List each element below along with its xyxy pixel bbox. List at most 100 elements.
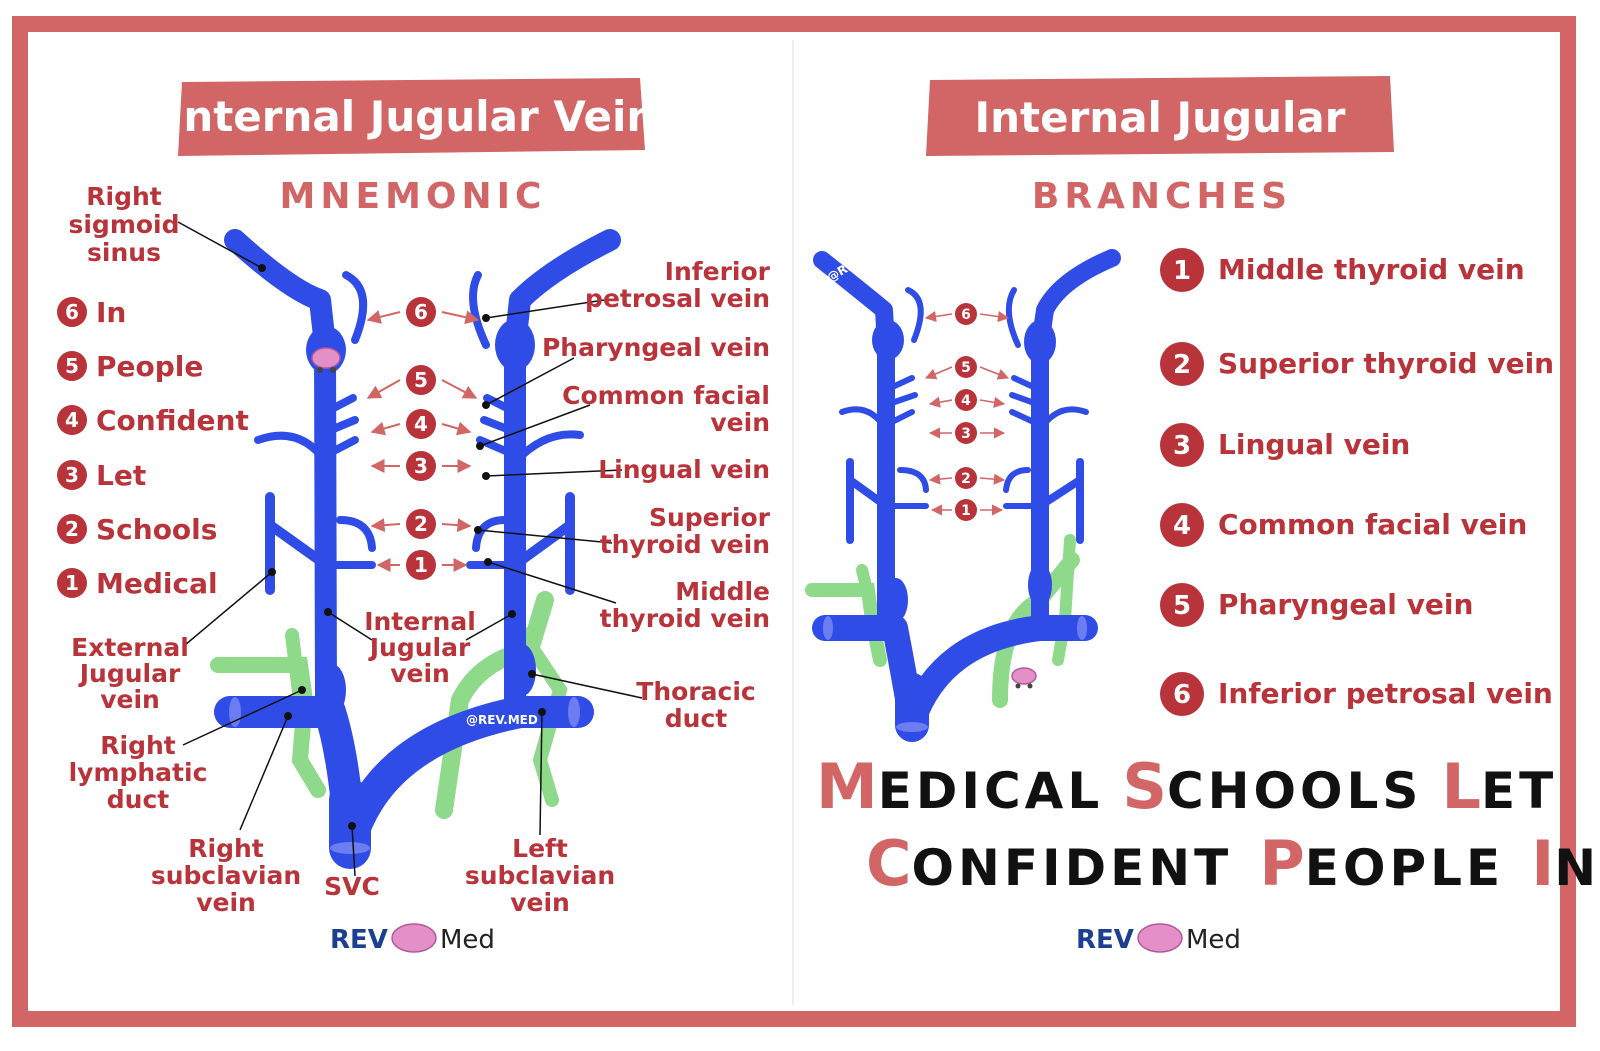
svg-text:6: 6	[414, 300, 428, 324]
vein-opening	[568, 697, 580, 727]
left-banner-title: Internal Jugular Vein	[168, 92, 657, 141]
svg-text:4: 4	[1173, 511, 1191, 541]
svg-text:thyroid vein: thyroid vein	[600, 530, 770, 559]
svg-text:2: 2	[961, 471, 971, 487]
right-vein-diagram	[812, 249, 1121, 742]
branch-item: 2 Superior thyroid vein	[1160, 342, 1554, 386]
svg-text:Inferior: Inferior	[665, 257, 771, 286]
label-right-subclavian-vein: Right subclavian vein	[151, 834, 301, 917]
svg-text:vein: vein	[510, 888, 570, 917]
label-pharyngeal-vein: Pharyngeal vein	[542, 333, 770, 362]
svg-text:sigmoid: sigmoid	[68, 210, 179, 239]
svg-text:External: External	[71, 633, 189, 662]
svg-text:Med: Med	[440, 925, 495, 955]
svg-text:Common facial: Common facial	[562, 381, 770, 410]
svg-text:REV: REV	[330, 925, 388, 955]
mnemonic-item: 4 Confident	[57, 404, 249, 437]
mnemonic-item: 1 Medical	[57, 567, 218, 600]
svg-text:2: 2	[1173, 350, 1191, 380]
svg-text:Middle thyroid vein: Middle thyroid vein	[1218, 253, 1525, 286]
marker-6: 6	[366, 297, 480, 327]
mnemonic-item: 6 In	[57, 296, 126, 329]
svg-text:lymphatic: lymphatic	[69, 758, 208, 787]
left-leader-lines	[177, 221, 643, 877]
vein-opening	[896, 722, 928, 732]
vein-opening	[330, 842, 370, 854]
svg-text:Middle: Middle	[675, 577, 770, 606]
marker-4: 4	[928, 389, 1006, 411]
label-internal-jugular-vein: Internal Jugular vein	[364, 607, 476, 688]
right-subtitle: BRANCHES	[1032, 176, 1292, 217]
left-watermark: @REV.MED	[466, 713, 538, 727]
svg-text:Inferior petrosal vein: Inferior petrosal vein	[1218, 677, 1553, 710]
branch-item: 4 Common facial vein	[1160, 503, 1527, 547]
svg-text:Right: Right	[86, 182, 162, 211]
svg-text:2: 2	[65, 517, 79, 541]
brain-mascot-icon	[1011, 667, 1037, 689]
branch-item: 1 Middle thyroid vein	[1160, 248, 1525, 292]
svg-text:5: 5	[414, 368, 428, 392]
label-thoracic-duct: Thoracic duct	[636, 677, 755, 733]
right-brand-logo: REV Med	[1076, 923, 1241, 955]
svg-text:REV: REV	[1076, 925, 1134, 955]
svg-text:4: 4	[961, 393, 971, 409]
svg-text:thyroid vein: thyroid vein	[600, 604, 770, 633]
left-brand-logo: REV Med	[330, 923, 495, 955]
svg-text:4: 4	[65, 408, 79, 432]
label-inferior-petrosal-vein: Inferior petrosal vein	[585, 257, 771, 313]
svg-text:subclavian: subclavian	[465, 861, 615, 890]
label-external-jugular-vein: External Jugular vein	[71, 633, 189, 714]
svg-text:Med: Med	[1186, 925, 1241, 955]
svg-text:Superior: Superior	[649, 503, 771, 532]
svg-text:duct: duct	[665, 704, 728, 733]
mnemonic-list: 6 In 5 People 4 Confident 3 Let 2 School…	[57, 296, 249, 600]
svg-text:1: 1	[414, 553, 428, 577]
svg-text:Jugular: Jugular	[368, 633, 471, 662]
left-subtitle: MNEMONIC	[280, 176, 547, 217]
vein-opening	[823, 616, 833, 640]
svg-text:3: 3	[1173, 431, 1191, 461]
svg-text:vein: vein	[196, 888, 256, 917]
vein-opening	[1077, 616, 1087, 640]
svg-text:5: 5	[961, 360, 971, 376]
brain-mascot-icon	[311, 347, 341, 373]
brain-icon	[1137, 923, 1183, 953]
label-right-lymphatic-duct: Right lymphatic duct	[69, 731, 208, 814]
svg-text:3: 3	[414, 454, 428, 478]
marker-2: 2	[370, 509, 472, 539]
phrase-line-1: MEDICAL SCHOOLS LET	[816, 750, 1557, 823]
left-vein-diagram	[214, 229, 621, 869]
svg-text:Jugular: Jugular	[78, 659, 181, 688]
svg-text:4: 4	[414, 412, 428, 436]
svg-text:Right: Right	[100, 731, 176, 760]
svg-text:Superior thyroid vein: Superior thyroid vein	[1218, 347, 1554, 380]
marker-5: 5	[366, 365, 478, 399]
branch-item: 5 Pharyngeal vein	[1160, 583, 1473, 627]
branch-item: 3 Lingual vein	[1160, 423, 1410, 467]
svg-text:5: 5	[1173, 591, 1191, 621]
brain-icon	[391, 923, 437, 953]
svg-text:Lingual vein: Lingual vein	[1218, 428, 1410, 461]
svg-text:People: People	[96, 350, 203, 383]
phrase-line-2: CONFIDENT PEOPLE IN	[866, 827, 1600, 900]
marker-5: 5	[924, 356, 1010, 380]
svg-text:3: 3	[65, 463, 79, 487]
left-number-markers: 6 5 4 3 2 1	[366, 297, 480, 580]
label-common-facial-vein: Common facial vein	[562, 381, 770, 437]
svg-text:duct: duct	[107, 785, 170, 814]
svg-text:Left: Left	[512, 834, 568, 863]
svg-text:vein: vein	[100, 685, 160, 714]
outer-border	[12, 16, 1576, 1027]
mnemonic-item: 2 Schools	[57, 513, 217, 546]
svg-text:6: 6	[1173, 680, 1191, 710]
right-banner: Internal Jugular	[926, 76, 1394, 156]
marker-3: 3	[370, 451, 472, 481]
left-leader-dots	[258, 264, 546, 830]
svg-text:Schools: Schools	[96, 513, 217, 546]
marker-1: 1	[930, 499, 1004, 521]
mnemonic-item: 5 People	[57, 350, 203, 383]
svg-text:1: 1	[65, 571, 79, 595]
svg-text:vein: vein	[390, 659, 450, 688]
marker-4: 4	[370, 409, 472, 439]
